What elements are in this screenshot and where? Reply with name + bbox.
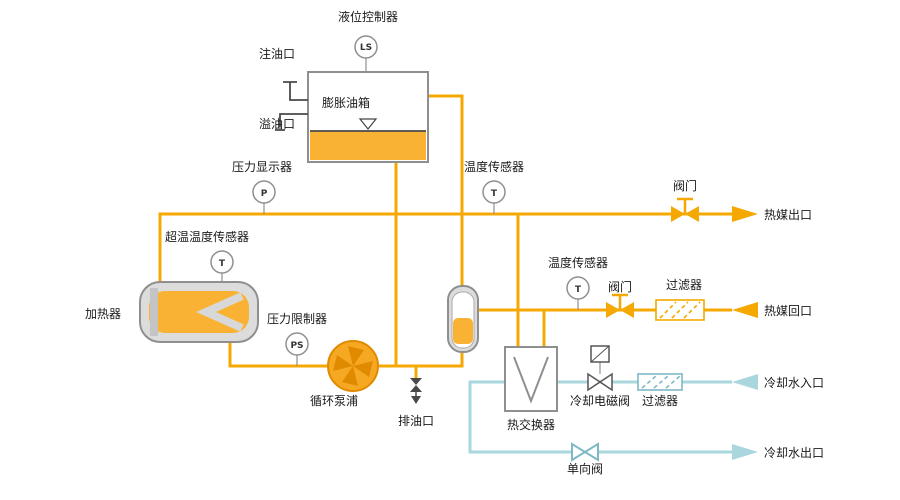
heat-out-arrow	[732, 206, 758, 222]
label-solenoid-valve: 冷却电磁阀	[570, 393, 630, 408]
label-heat-return: 热媒回口	[764, 304, 812, 318]
label-heater: 加热器	[85, 307, 121, 321]
cooling-solenoid-valve	[587, 345, 613, 392]
label-expansion-tank: 膨胀油箱	[322, 95, 370, 110]
instrument-tag: LS	[360, 43, 372, 53]
label-cool-in: 冷却水入口	[764, 376, 824, 390]
valve-body	[671, 206, 685, 222]
pipe-tank-vent	[428, 94, 464, 288]
instrument-bubble	[210, 250, 234, 274]
label-overflow-port: 溢油口	[259, 117, 295, 131]
fill-port-icon	[283, 81, 308, 101]
label-cool-out: 冷却水出口	[764, 446, 824, 460]
circulation-pump	[327, 340, 379, 392]
expansion-tank-oil	[310, 131, 426, 160]
heat-exchanger-coil-icon	[513, 356, 549, 404]
valve-body	[685, 206, 699, 222]
instrument-tag: PS	[290, 341, 303, 351]
filter-hatch	[659, 301, 701, 319]
pump-vane	[353, 361, 373, 377]
label-heat-exchanger: 热交换器	[507, 417, 555, 432]
level-switch-instrument: LS	[354, 35, 378, 59]
label-heat-out: 热媒出口	[764, 208, 812, 222]
label-pressure-display: 压力显示器	[232, 160, 292, 174]
cool-in-arrow	[732, 374, 758, 390]
drain-valve-body	[410, 378, 422, 385]
pipe-heater-to-pump	[228, 342, 328, 368]
label-fill-port: 注油口	[259, 46, 295, 61]
overflow-port-icon	[275, 113, 308, 131]
heater-flange	[150, 288, 158, 336]
instrument-tag: P	[261, 189, 268, 199]
pump-vane	[333, 355, 353, 371]
label-temp-sensor-mid: 温度传感器	[548, 255, 608, 270]
heater-vessel	[139, 281, 259, 343]
instrument-tag: T	[491, 189, 498, 199]
heat-medium-pipes	[158, 94, 734, 378]
filter-heat-medium	[655, 299, 705, 321]
label-pressure-limiter: 压力限制器	[267, 312, 327, 326]
drain-valve	[410, 378, 422, 404]
check-valve-body	[583, 442, 599, 462]
pressure-indicator-instrument: P	[252, 180, 276, 204]
instrument-tag: T	[575, 285, 582, 295]
solenoid-body	[598, 372, 613, 392]
pump-vane	[342, 366, 358, 386]
valve-handle	[677, 197, 693, 214]
check-valve-body	[571, 442, 587, 462]
label-drain-port: 排油口	[398, 414, 434, 428]
valve-heat-out	[671, 197, 699, 222]
instrument-bubble	[566, 276, 590, 300]
expansion-tank	[275, 71, 429, 163]
label-pump: 循环泵浦	[310, 394, 358, 408]
instrument-bubble	[482, 180, 506, 204]
label-overtemp-sensor: 超温温度传感器	[165, 229, 249, 244]
solenoid-coil-slash	[590, 345, 610, 363]
temperature-sensor-top-instrument: T	[482, 180, 506, 204]
label-filter-cool: 过滤器	[642, 394, 678, 408]
label-level-controller: 液位控制器	[338, 9, 398, 24]
label-filter-heat: 过滤器	[666, 278, 702, 292]
pressure-limiter-instrument: PS	[285, 332, 309, 356]
solenoid-body	[587, 372, 602, 392]
separator-oil	[453, 318, 473, 344]
label-temp-sensor-top: 温度传感器	[464, 159, 524, 174]
check-valve	[571, 442, 599, 462]
pipe-heat-supply	[158, 212, 734, 282]
heat-exchanger	[504, 346, 558, 412]
valve-handle	[612, 293, 628, 310]
drain-arrow	[411, 396, 421, 404]
heating-element-icon	[196, 292, 244, 332]
pipe-pump-out	[379, 352, 464, 368]
separator-vessel	[447, 285, 479, 353]
temperature-sensor-mid-instrument: T	[566, 276, 590, 300]
heat-return-arrow	[732, 302, 758, 318]
drain-valve-body	[410, 385, 422, 392]
level-mark-icon	[358, 118, 378, 130]
label-valve-top: 阀门	[673, 178, 697, 193]
pump-vane	[348, 346, 364, 366]
filter-hatch	[641, 375, 681, 389]
filter-cooling-water	[637, 373, 683, 391]
overtemp-sensor-instrument: T	[210, 250, 234, 274]
instrument-stems	[221, 58, 601, 374]
valve-body	[620, 302, 634, 318]
valve-heat-return	[606, 293, 634, 318]
filter-body	[655, 299, 705, 321]
instrument-bubble	[285, 332, 309, 356]
label-check-valve: 单向阀	[567, 461, 603, 476]
instrument-bubble	[252, 180, 276, 204]
instrument-bubble	[354, 35, 378, 59]
pipe-cool-outlet	[468, 380, 732, 454]
valve-body	[606, 302, 620, 318]
instrument-tag: T	[219, 259, 226, 269]
cool-out-arrow	[732, 444, 758, 460]
label-valve-mid: 阀门	[608, 279, 632, 294]
